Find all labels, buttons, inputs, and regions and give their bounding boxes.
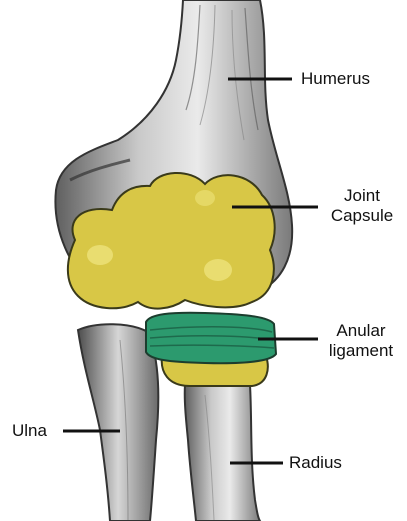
joint-capsule-label: Joint Capsule [322,186,402,226]
radius-label: Radius [289,453,342,473]
ulna-label: Ulna [12,421,47,441]
anular-ligament-label-line2: ligament [318,341,404,361]
anular-ligament-label-line1: Anular [318,321,404,341]
anular-ligament-label: Anular ligament [318,321,404,361]
joint-capsule-label-line2: Capsule [322,206,402,226]
radius-bone [185,385,260,521]
joint-capsule-label-line1: Joint [322,186,402,206]
humerus-label: Humerus [301,69,370,89]
